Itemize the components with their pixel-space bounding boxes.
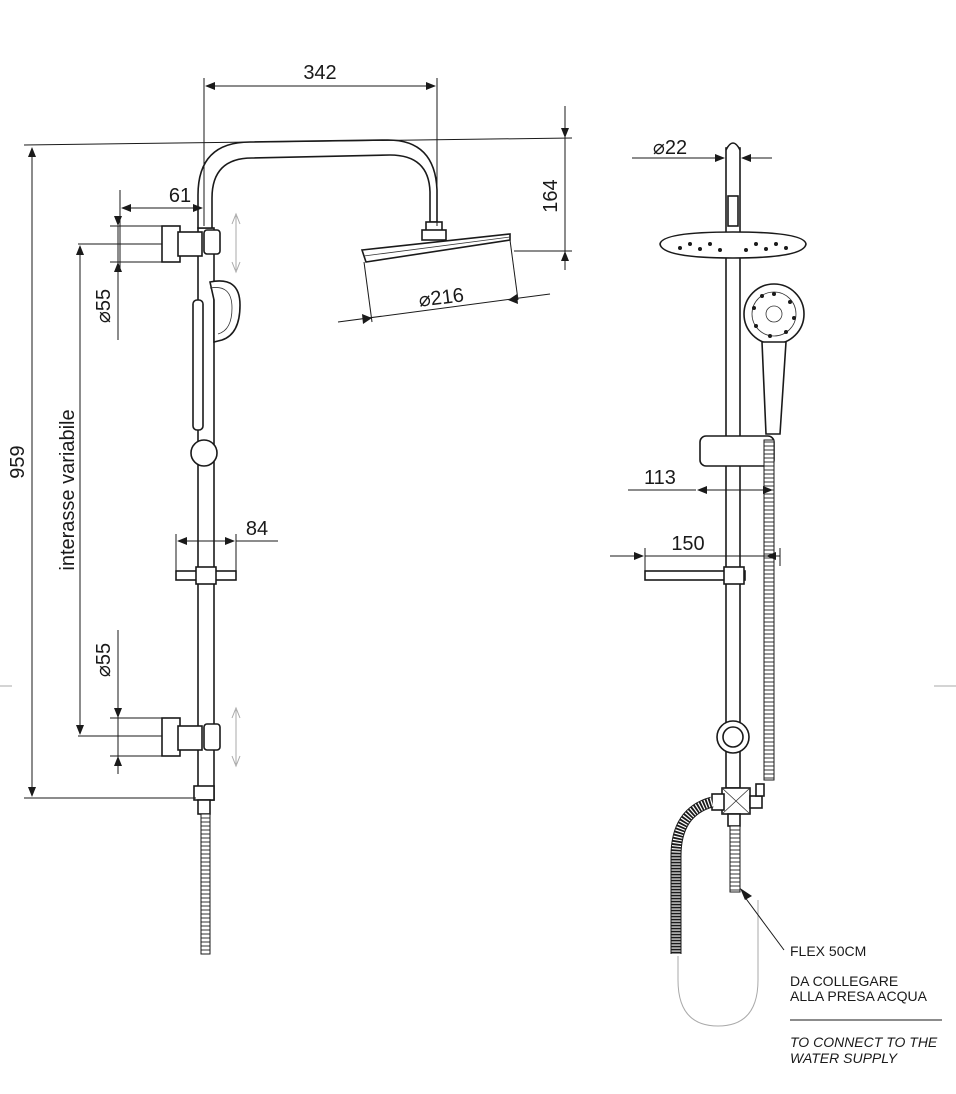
dim-150-arrow-right bbox=[766, 552, 776, 560]
flex-leader-line bbox=[743, 895, 785, 951]
dim-150-label: 150 bbox=[671, 533, 704, 555]
note-connect-en-1: TO CONNECT TO THE bbox=[790, 1034, 938, 1050]
dim-342-label: 342 bbox=[303, 62, 336, 84]
dim-84-label: 84 bbox=[246, 518, 268, 540]
front-shower-arm bbox=[197, 139, 438, 229]
side-shelf-clamp bbox=[723, 566, 745, 585]
dim-216-ext-left bbox=[363, 261, 373, 323]
flex-leader-arrow bbox=[740, 888, 752, 900]
side-diverter-knob bbox=[749, 795, 763, 809]
front-view bbox=[161, 139, 511, 955]
front-hose bbox=[200, 813, 211, 955]
side-soap-shelf bbox=[644, 570, 746, 581]
dim-top-ref-line bbox=[23, 137, 573, 146]
front-bottom-bracket-clamp bbox=[203, 723, 221, 751]
note-connect-it-2: ALLA PRESA ACQUA bbox=[790, 988, 928, 1004]
side-flex-hose bbox=[729, 825, 741, 893]
dim-959-label: 959 bbox=[7, 445, 29, 478]
side-hose-loop bbox=[677, 900, 759, 1027]
dim-61-label: 61 bbox=[169, 185, 191, 207]
side-shower-nozzles bbox=[678, 242, 788, 252]
front-hose-nut bbox=[197, 799, 211, 815]
front-top-bracket-clamp bbox=[203, 229, 221, 255]
front-handshower-head bbox=[209, 280, 241, 344]
side-diverter-inlet bbox=[711, 793, 725, 811]
front-handshower-handle bbox=[192, 299, 204, 431]
dim-216-ext-right bbox=[509, 239, 519, 301]
side-curved-hose-outline bbox=[670, 796, 714, 954]
side-shower-head bbox=[659, 231, 807, 259]
front-dimensions: 342 164 61 ⌀216 ⌀55 interasse variabile bbox=[7, 62, 573, 799]
note-flex: FLEX 50CM bbox=[790, 943, 866, 959]
side-handshower-nozzles bbox=[752, 292, 796, 338]
front-handshower-rim bbox=[209, 287, 233, 335]
side-handshower-hose bbox=[763, 439, 775, 781]
side-flex-nut bbox=[727, 813, 741, 827]
side-curved-hose-rings bbox=[671, 797, 714, 954]
front-top-adjust-arrowheads bbox=[231, 212, 241, 274]
side-diverter-cross bbox=[721, 787, 751, 815]
dim-55t-label: ⌀55 bbox=[93, 289, 115, 323]
dim-113-label: 113 bbox=[644, 467, 676, 489]
dim-216-label: ⌀216 bbox=[417, 284, 465, 311]
dim-center-label: interasse variabile bbox=[57, 409, 79, 570]
side-dimensions: ⌀22 113 150 bbox=[610, 137, 942, 1021]
note-connect-it-1: DA COLLEGARE bbox=[790, 973, 898, 989]
side-bracket-inner bbox=[722, 726, 744, 748]
front-diverter bbox=[193, 785, 215, 801]
front-shelf-clamp bbox=[195, 566, 217, 585]
dim-164-label: 164 bbox=[540, 179, 562, 212]
side-riser-cap bbox=[725, 142, 741, 151]
side-view bbox=[644, 142, 807, 1027]
side-diverter-stem bbox=[755, 783, 765, 797]
front-head-nut bbox=[421, 229, 447, 241]
note-connect-en-2: WATER SUPPLY bbox=[790, 1050, 899, 1066]
front-top-bracket-arm bbox=[177, 231, 203, 257]
side-head-neck bbox=[727, 195, 739, 227]
front-shower-head-line bbox=[363, 236, 511, 257]
side-handshower-handle bbox=[761, 341, 787, 435]
front-bottom-adjust-arrowheads bbox=[231, 706, 241, 768]
dim-22-label: ⌀22 bbox=[653, 137, 687, 159]
dim-55b-label: ⌀55 bbox=[93, 643, 115, 677]
side-slider-holder bbox=[699, 435, 775, 467]
front-bottom-bracket-arm bbox=[177, 725, 203, 751]
side-handshower-center bbox=[765, 305, 783, 323]
front-slider-knob bbox=[190, 439, 218, 467]
